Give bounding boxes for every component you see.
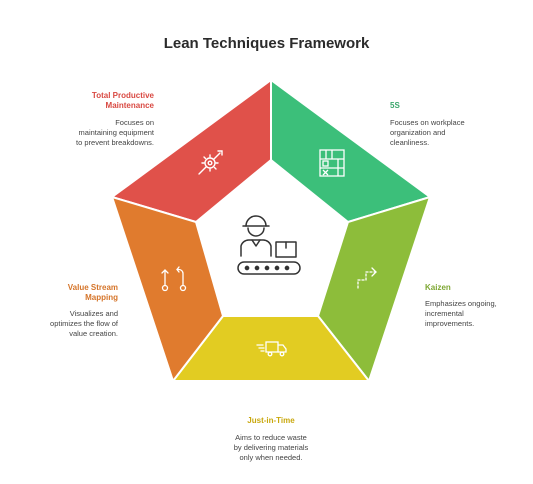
flow-path-icon <box>161 266 187 292</box>
jit-desc-line1: Aims to reduce waste <box>235 433 307 442</box>
kaizen-desc-line2: incremental <box>425 309 464 318</box>
tpm-desc-line2: maintaining equipment <box>78 128 154 137</box>
vsm-desc-line1: Visualizes and <box>69 309 118 318</box>
kaizen-desc-line1: Emphasizes ongoing, <box>425 299 497 308</box>
organized-shelves-icon <box>319 149 345 177</box>
gear-wrench-icon <box>198 150 223 175</box>
fast-truck-icon <box>256 341 287 357</box>
tpm-desc-line1: Focuses on <box>115 118 154 127</box>
kaizen-description: Emphasizes ongoing, incremental improvem… <box>425 299 525 329</box>
vsm-desc-line3: value creation. <box>69 329 118 338</box>
vsm-name-line2: Mapping <box>85 293 118 302</box>
vsm-name-line1: Value Stream <box>67 283 118 292</box>
five-s-desc-line2: organization and <box>390 128 446 137</box>
tpm-desc-line3: to prevent breakdowns. <box>76 138 154 147</box>
jit-desc-line2: by delivering materials <box>233 443 309 452</box>
step-arrow-icon <box>357 267 377 289</box>
five-s-description: Focuses on workplace organization and cl… <box>390 118 510 148</box>
vsm-label: Value Stream Mapping <box>20 283 118 303</box>
worker-conveyor-icon <box>237 215 301 275</box>
jit-label: Just-in-Time <box>247 416 295 425</box>
jit-desc-line3: only when needed. <box>239 453 303 462</box>
five-s-desc-line1: Focuses on workplace <box>390 118 465 127</box>
kaizen-label: Kaizen <box>425 283 451 292</box>
tpm-name-line2: Maintenance <box>105 101 154 110</box>
vsm-description: Visualizes and optimizes the flow of val… <box>20 309 118 339</box>
kaizen-desc-line3: improvements. <box>425 319 475 328</box>
tpm-description: Focuses on maintaining equipment to prev… <box>40 118 154 148</box>
five-s-desc-line3: cleanliness. <box>390 138 430 147</box>
tpm-label: Total Productive Maintenance <box>40 91 154 111</box>
diagram-title: Lean Techniques Framework <box>163 35 370 52</box>
jit-description: Aims to reduce waste by delivering mater… <box>196 433 346 463</box>
vsm-desc-line2: optimizes the flow of <box>50 319 118 328</box>
five-s-label: 5S <box>390 101 400 110</box>
tpm-name-line1: Total Productive <box>91 91 154 100</box>
